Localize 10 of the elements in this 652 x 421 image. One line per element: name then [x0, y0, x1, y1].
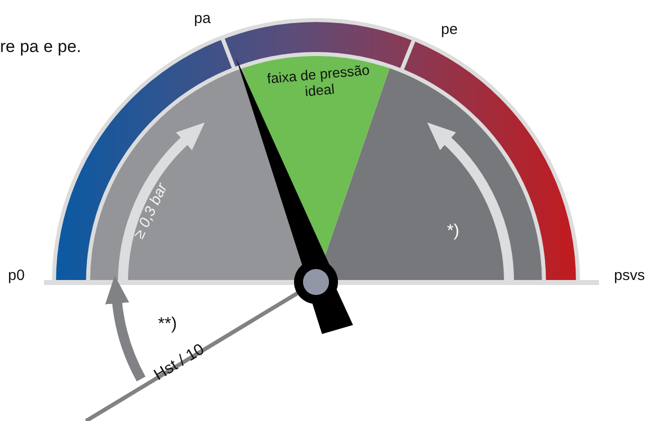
scale-label: psvs — [614, 268, 645, 283]
footnote-mark: *) — [447, 222, 460, 239]
scale-label: pa — [194, 11, 211, 26]
scale-label: pe — [441, 22, 458, 37]
note-text: re pa e pe. — [0, 38, 82, 55]
pressure-label: ≥ 0,3 bar — [131, 181, 170, 241]
sector-label: faixa de pressão ideal — [265, 61, 372, 102]
scale-label: p0 — [8, 268, 25, 283]
line-label: Hst / 10 — [152, 342, 208, 384]
footnote-mark: **) — [158, 315, 177, 332]
